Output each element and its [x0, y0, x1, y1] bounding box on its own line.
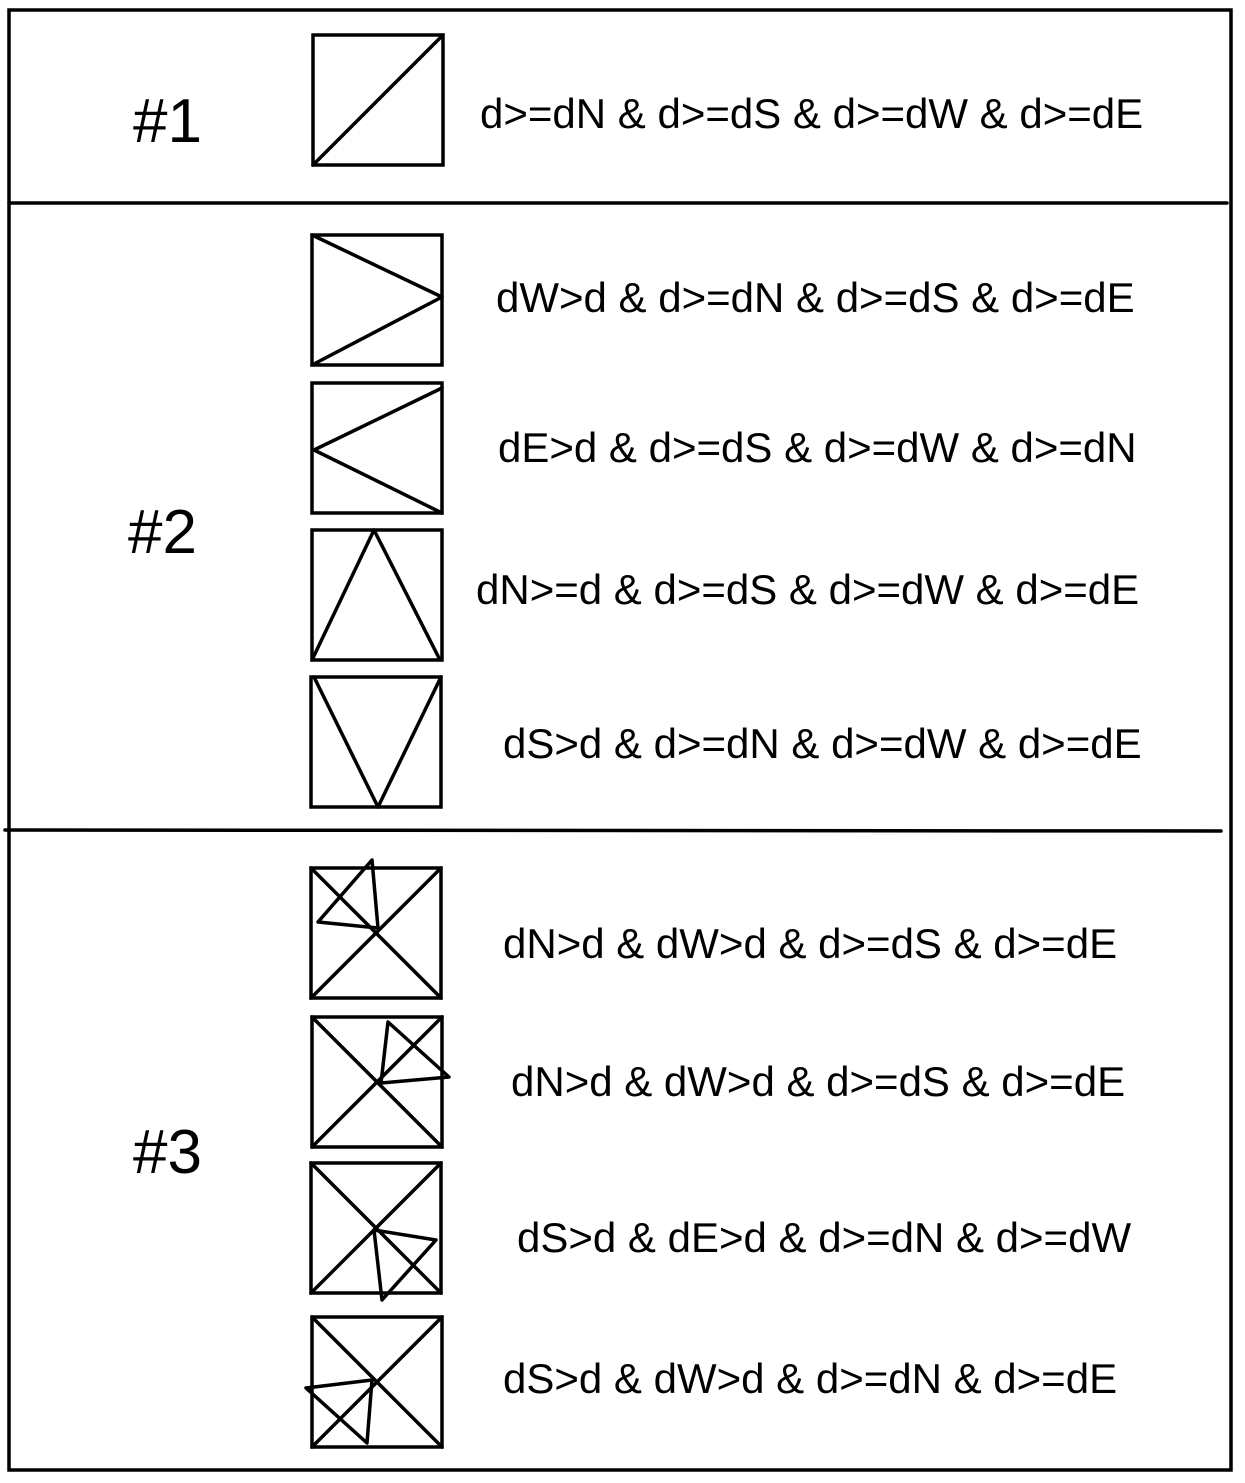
condition-3-2: dN>d & dW>d & d>=dS & d>=dE [511, 1058, 1125, 1105]
case-3-1: dN>d & dW>d & d>=dS & d>=dE [309, 858, 1117, 1000]
condition-1-1: d>=dN & d>=dS & d>=dW & d>=dE [480, 90, 1143, 137]
glyph-wedge-north [310, 528, 444, 662]
glyph-wedge-west [310, 381, 444, 515]
condition-2-3: dN>=d & d>=dS & d>=dW & d>=dE [476, 566, 1139, 613]
condition-2-2: dE>d & d>=dS & d>=dW & d>=dN [498, 424, 1137, 471]
case-2-3: dN>=d & d>=dS & d>=dW & d>=dE [310, 528, 1139, 662]
condition-2-1: dW>d & d>=dN & d>=dS & d>=dE [496, 274, 1135, 321]
case-1-1: d>=dN & d>=dS & d>=dW & d>=dE [311, 33, 1143, 167]
table-frame [7, 8, 1233, 1472]
glyph-cross-nw [309, 858, 443, 1000]
group-label-1: #1 [133, 87, 202, 156]
case-2-4: dS>d & d>=dN & d>=dW & d>=dE [309, 675, 1142, 809]
glyph-cross-ne [310, 1015, 451, 1149]
case-3-4: dS>d & dW>d & d>=dN & d>=dE [304, 1315, 1117, 1449]
condition-3-1: dN>d & dW>d & d>=dS & d>=dE [503, 920, 1117, 967]
glyph-wedge-south [309, 675, 443, 809]
glyph-wedge-east [310, 233, 444, 367]
group-label-2: #2 [128, 498, 197, 567]
row-divider-2 [3, 828, 1223, 833]
glyph-cross-sw [304, 1315, 444, 1449]
case-2-1: dW>d & d>=dN & d>=dS & d>=dE [310, 233, 1135, 367]
case-3-3: dS>d & dE>d & d>=dN & d>=dW [309, 1161, 1131, 1302]
condition-3-3: dS>d & dE>d & d>=dN & d>=dW [517, 1214, 1131, 1261]
group-label-3: #3 [133, 1118, 202, 1187]
glyph-cross-se [309, 1161, 443, 1302]
condition-3-4: dS>d & dW>d & d>=dN & d>=dE [503, 1355, 1117, 1402]
glyph-diagonal [311, 33, 445, 167]
case-2-2: dE>d & d>=dS & d>=dW & d>=dN [310, 381, 1137, 515]
condition-2-4: dS>d & d>=dN & d>=dW & d>=dE [503, 720, 1142, 767]
case-3-2: dN>d & dW>d & d>=dS & d>=dE [310, 1015, 1125, 1149]
